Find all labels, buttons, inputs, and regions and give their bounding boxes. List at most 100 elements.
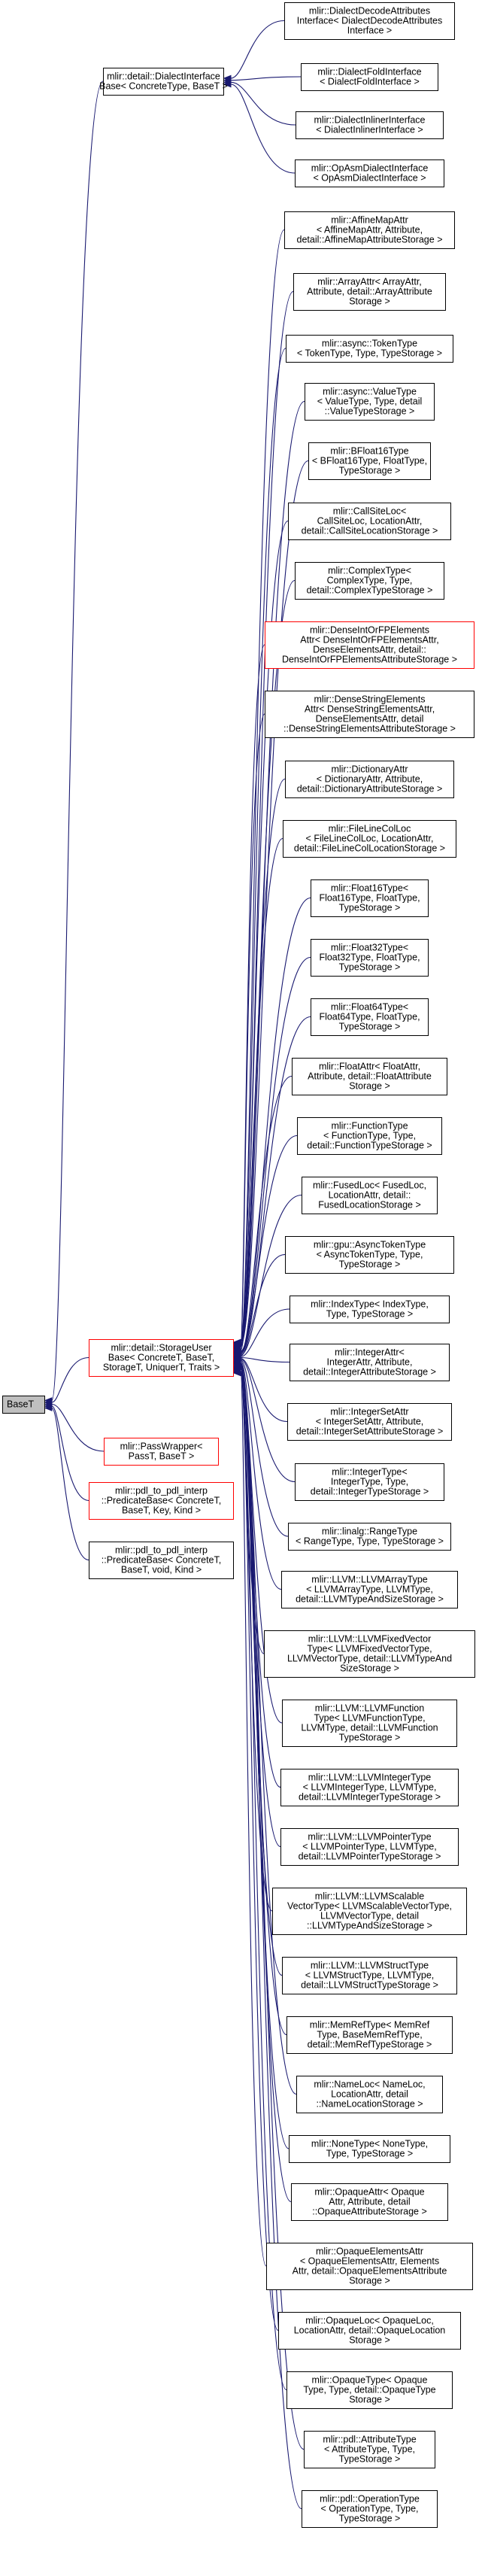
class-node-s10[interactable]: mlir::DictionaryAttr< DictionaryAttr, At…	[285, 761, 454, 798]
class-name-line: mlir::DenseIntOrFPElements	[310, 625, 429, 636]
class-node-s1[interactable]: mlir::AffineMapAttr< AffineMapAttr, Attr…	[284, 211, 455, 249]
class-name-line: < AttributeType, Type,	[324, 2444, 415, 2455]
class-name-line: < LLVMIntegerType, LLVMType,	[303, 1782, 437, 1793]
class-node-s8[interactable]: mlir::DenseIntOrFPElementsAttr< DenseInt…	[265, 621, 474, 669]
class-name-line: FusedLocationStorage >	[318, 1200, 421, 1211]
class-box	[278, 2312, 461, 2350]
class-box	[281, 1571, 458, 1608]
class-node-s9[interactable]: mlir::DenseStringElementsAttr< DenseStri…	[265, 691, 474, 738]
class-node-s15[interactable]: mlir::FloatAttr< FloatAttr,Attribute, de…	[292, 1058, 447, 1095]
class-node-d2[interactable]: mlir::DialectFoldInterface< DialectFoldI…	[301, 63, 438, 91]
class-node-s16[interactable]: mlir::FunctionType< FunctionType, Type,d…	[297, 1117, 442, 1155]
class-node-s31[interactable]: mlir::MemRefType< MemRefType, BaseMemRef…	[286, 2016, 453, 2054]
class-name-line: detail::IntegerSetAttributeStorage >	[296, 1426, 444, 1437]
class-name-line: detail::FileLineColLocationStorage >	[294, 843, 445, 854]
class-box	[311, 939, 429, 977]
class-node-s11[interactable]: mlir::FileLineColLoc< FileLineColLoc, Lo…	[283, 820, 456, 858]
class-name-line: mlir::IntegerType<	[332, 1467, 407, 1478]
class-name-line: SizeStorage >	[340, 1663, 399, 1674]
class-node-s21[interactable]: mlir::IntegerSetAttr< IntegerSetAttr, At…	[287, 1403, 452, 1441]
class-name-line: mlir::pdl_to_pdl_interp	[115, 1486, 208, 1496]
class-name-line: detail::IntegerAttributeStorage >	[303, 1367, 436, 1378]
class-node-s14[interactable]: mlir::Float64Type<Float64Type, FloatType…	[311, 998, 429, 1036]
class-name-line: < FileLineColLoc, LocationAttr,	[306, 834, 434, 844]
class-box	[311, 879, 429, 917]
class-name-line: mlir::IntegerAttr<	[335, 1347, 405, 1358]
inheritance-edge	[240, 1356, 290, 1363]
class-name-line: detail::AffineMapAttributeStorage >	[297, 235, 443, 245]
class-node-s35[interactable]: mlir::OpaqueElementsAttr< OpaqueElements…	[266, 2243, 473, 2290]
class-name-line: Type< LLVMFixedVectorType,	[307, 1644, 432, 1654]
class-node-s2[interactable]: mlir::ArrayAttr< ArrayAttr,Attribute, de…	[293, 273, 446, 311]
class-box	[285, 1236, 454, 1274]
class-name-line: < OpaqueElementsAttr, Elements	[300, 2256, 439, 2267]
inheritance-edge	[240, 1358, 288, 1423]
class-name-line: < RangeType, Type, TypeStorage >	[296, 1536, 444, 1547]
class-node-s28[interactable]: mlir::LLVM::LLVMPointerType< LLVMPointer…	[280, 1828, 459, 1866]
class-node-s3[interactable]: mlir::async::TokenType< TokenType, Type,…	[286, 335, 453, 363]
class-box	[272, 1888, 467, 1935]
class-node-s39[interactable]: mlir::pdl::OperationType< OperationType,…	[302, 2490, 438, 2528]
class-node-d4[interactable]: mlir::OpAsmDialectInterface< OpAsmDialec…	[295, 159, 444, 187]
class-node-d1[interactable]: mlir::DialectDecodeAttributesInterface< …	[284, 2, 455, 40]
class-node-s37[interactable]: mlir::OpaqueType< OpaqueType, Type, deta…	[286, 2371, 453, 2409]
class-name-line: mlir::detail::StorageUser	[111, 1343, 211, 1353]
class-node-s32[interactable]: mlir::NameLoc< NameLoc,LocationAttr, det…	[296, 2076, 443, 2113]
class-name-line: ::OpaqueAttributeStorage >	[312, 2207, 427, 2217]
class-node-s13[interactable]: mlir::Float32Type<Float32Type, FloatType…	[311, 939, 429, 977]
class-name-line: < AsyncTokenType, Type,	[317, 1250, 423, 1260]
class-name-line: mlir::pdl::OperationType	[320, 2494, 420, 2505]
class-node-s12[interactable]: mlir::Float16Type<Float16Type, FloatType…	[311, 879, 429, 917]
class-name-line: mlir::OpAsmDialectInterface	[311, 163, 429, 174]
class-node-s38[interactable]: mlir::pdl::AttributeType< AttributeType,…	[304, 2431, 435, 2468]
class-node-pass-wrapper[interactable]: mlir::PassWrapper<PassT, BaseT >	[104, 1438, 219, 1466]
class-name-line: ::ValueTypeStorage >	[325, 406, 415, 417]
class-node-s7[interactable]: mlir::ComplexType<ComplexType, Type,deta…	[295, 562, 444, 600]
class-name-line: Attribute, detail::ArrayAttribute	[307, 287, 432, 297]
class-node-s36[interactable]: mlir::OpaqueLoc< OpaqueLoc,LocationAttr,…	[278, 2312, 461, 2350]
inheritance-edge	[240, 1135, 298, 1355]
class-node-s17[interactable]: mlir::FusedLoc< FusedLoc,LocationAttr, d…	[302, 1177, 438, 1214]
class-box	[295, 562, 444, 600]
class-node-s4[interactable]: mlir::async::ValueType< ValueType, Type,…	[305, 383, 435, 421]
class-node-s19[interactable]: mlir::IndexType< IndexType,Type, TypeSto…	[290, 1296, 450, 1323]
inheritance-edge	[240, 1369, 267, 2267]
class-node-s25[interactable]: mlir::LLVM::LLVMFixedVectorType< LLVMFix…	[264, 1630, 475, 1678]
class-name-line: mlir::DialectFoldInterface	[317, 67, 421, 77]
class-node-d3[interactable]: mlir::DialectInlinerInterface< DialectIn…	[296, 111, 444, 139]
class-name-line: detail::LLVMTypeAndSizeStorage >	[296, 1594, 444, 1605]
class-node-root[interactable]: BaseT	[2, 1396, 45, 1414]
class-name-line: mlir::gpu::AsyncTokenType	[314, 1240, 426, 1250]
class-name-line: TypeStorage >	[339, 1022, 401, 1032]
class-node-s18[interactable]: mlir::gpu::AsyncTokenType< AsyncTokenTyp…	[285, 1236, 454, 1274]
class-node-s24[interactable]: mlir::LLVM::LLVMArrayType< LLVMArrayType…	[281, 1571, 458, 1608]
class-node-s20[interactable]: mlir::IntegerAttr<IntegerAttr, Attribute…	[290, 1344, 450, 1381]
class-name-line: mlir::NoneType< NoneType,	[311, 2139, 428, 2149]
class-node-s27[interactable]: mlir::LLVM::LLVMIntegerType< LLVMInteger…	[280, 1769, 459, 1806]
inheritance-edge	[240, 897, 311, 1352]
class-box	[89, 1339, 234, 1377]
class-node-s26[interactable]: mlir::LLVM::LLVMFunctionType< LLVMFuncti…	[282, 1700, 457, 1747]
class-node-s30[interactable]: mlir::LLVM::LLVMStructType< LLVMStructTy…	[282, 1957, 457, 1994]
class-name-line: mlir::FileLineColLoc	[329, 824, 411, 834]
class-node-s34[interactable]: mlir::OpaqueAttr< OpaqueAttr, Attribute,…	[291, 2183, 448, 2221]
class-node-s29[interactable]: mlir::LLVM::LLVMScalableVectorType< LLVM…	[272, 1888, 467, 1935]
class-node-s23[interactable]: mlir::linalg::RangeType< RangeType, Type…	[288, 1523, 451, 1551]
class-node-pdl-pred-void[interactable]: mlir::pdl_to_pdl_interp::PredicateBase< …	[89, 1542, 234, 1579]
inheritance-edge	[240, 1253, 286, 1356]
class-node-s22[interactable]: mlir::IntegerType<IntegerType, Type,deta…	[295, 1463, 444, 1501]
class-node-s33[interactable]: mlir::NoneType< NoneType,Type, TypeStora…	[289, 2135, 450, 2163]
inheritance-edge	[240, 1075, 293, 1354]
inheritance-edge	[51, 1403, 105, 1452]
class-name-line: detail::LLVMStructTypeStorage >	[301, 1980, 438, 1991]
class-name-line: TypeStorage >	[339, 2514, 401, 2524]
class-name-line: mlir::async::ValueType	[323, 387, 417, 397]
class-box	[288, 503, 451, 540]
class-name-line: Interface< DialectDecodeAttributes	[297, 16, 443, 26]
class-node-pdl-pred-key[interactable]: mlir::pdl_to_pdl_interp::PredicateBase< …	[89, 1482, 234, 1520]
class-node-s5[interactable]: mlir::BFloat16Type< BFloat16Type, FloatT…	[308, 442, 431, 480]
class-name-line: mlir::OpaqueElementsAttr	[316, 2246, 423, 2257]
class-node-s6[interactable]: mlir::CallSiteLoc<CallSiteLoc, LocationA…	[288, 503, 451, 540]
